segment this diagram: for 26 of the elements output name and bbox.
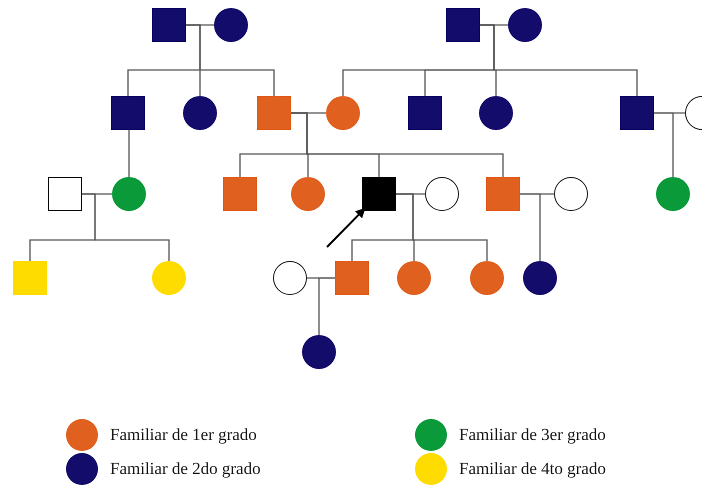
pedigree-square bbox=[13, 261, 47, 295]
pedigree-line bbox=[396, 193, 488, 261]
pedigree-line bbox=[186, 24, 275, 96]
arrow bbox=[326, 208, 366, 248]
pedigree-square bbox=[408, 96, 442, 130]
pedigree-square bbox=[152, 8, 186, 42]
pedigree-square bbox=[48, 177, 82, 211]
pedigree-line bbox=[291, 112, 504, 177]
legend-label: Familiar de 1er grado bbox=[110, 424, 257, 446]
pedigree-square bbox=[257, 96, 291, 130]
pedigree-square bbox=[335, 261, 369, 295]
pedigree-line bbox=[520, 193, 541, 261]
pedigree-square bbox=[362, 177, 396, 211]
legend-label: Familiar de 3er grado bbox=[459, 424, 606, 446]
pedigree-line bbox=[654, 112, 674, 177]
pedigree-line bbox=[128, 130, 130, 177]
pedigree-square bbox=[111, 96, 145, 130]
pedigree-line bbox=[82, 193, 170, 261]
pedigree-square bbox=[223, 177, 257, 211]
pedigree-square bbox=[446, 8, 480, 42]
pedigree-square bbox=[620, 96, 654, 130]
pedigree-line bbox=[318, 277, 335, 335]
legend-label: Familiar de 2do grado bbox=[110, 458, 261, 480]
pedigree-square bbox=[486, 177, 520, 211]
pedigree-line bbox=[480, 24, 638, 96]
legend-label: Familiar de 4to grado bbox=[459, 458, 606, 480]
